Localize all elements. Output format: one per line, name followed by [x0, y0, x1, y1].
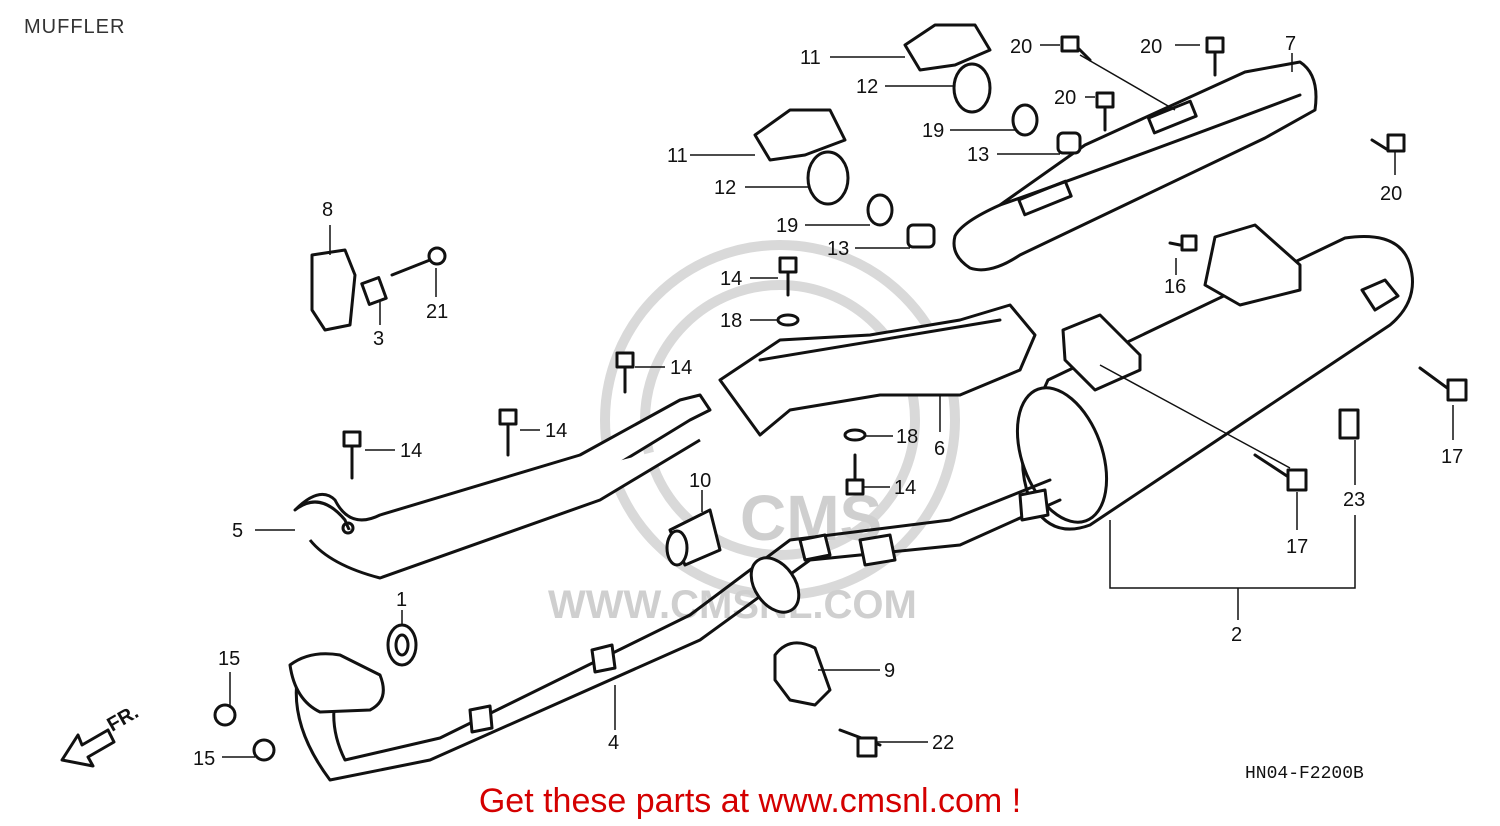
callout-18: 18 — [720, 310, 742, 332]
callout-17: 17 — [1286, 536, 1308, 558]
callout-7: 7 — [1285, 33, 1296, 55]
callout-11: 11 — [667, 145, 688, 167]
callout-9: 9 — [884, 660, 895, 682]
part-bracket — [310, 246, 447, 332]
part-heat-shield-middle — [718, 303, 1037, 437]
part-exhaust-pipe — [288, 478, 1062, 782]
callout-20: 20 — [1010, 36, 1032, 58]
callout-14: 14 — [670, 357, 692, 379]
part-heat-shield-lower — [293, 393, 712, 580]
part-mount-lower — [753, 108, 936, 249]
callout-21: 21 — [426, 301, 448, 323]
callout-10: 10 — [689, 470, 711, 492]
callout-3: 3 — [373, 328, 384, 350]
callout-12: 12 — [714, 177, 736, 199]
page-title: MUFFLER — [24, 16, 126, 38]
watermark-url: WWW.CMSNL.COM — [548, 583, 917, 627]
callout-13: 13 — [827, 238, 849, 260]
callout-14: 14 — [720, 268, 742, 290]
callout-18: 18 — [896, 426, 918, 448]
callout-23: 23 — [1343, 489, 1365, 511]
callout-17: 17 — [1441, 446, 1463, 468]
callout-4: 4 — [608, 732, 619, 754]
diagram-code: HN04-F2200B — [1245, 764, 1364, 784]
callout-19: 19 — [922, 120, 944, 142]
part-gasket-ring — [386, 623, 418, 667]
callout-6: 6 — [934, 438, 945, 460]
callout-11: 11 — [800, 47, 821, 69]
callout-14: 14 — [894, 477, 916, 499]
callout-15: 15 — [218, 648, 240, 670]
callout-15: 15 — [193, 748, 215, 770]
leader-lines — [222, 44, 1454, 758]
promo-link[interactable]: Get these parts at www.cmsnl.com ! — [478, 782, 1022, 820]
callout-14: 14 — [545, 420, 567, 442]
bolts — [213, 35, 1468, 762]
callout-labels: 11 12 19 13 20 20 20 20 7 11 12 19 13 8 … — [193, 33, 1463, 770]
callout-20: 20 — [1054, 87, 1076, 109]
part-clamp — [773, 641, 882, 747]
callout-13: 13 — [967, 144, 989, 166]
callout-8: 8 — [322, 199, 333, 221]
front-arrow-icon: FR. — [60, 701, 142, 768]
callout-20: 20 — [1380, 183, 1402, 205]
callout-16: 16 — [1164, 276, 1186, 298]
part-mount-upper — [903, 23, 1082, 155]
callout-20: 20 — [1140, 36, 1162, 58]
callout-12: 12 — [856, 76, 878, 98]
callout-22: 22 — [932, 732, 954, 754]
part-heat-shield-upper — [952, 60, 1318, 272]
callout-2: 2 — [1231, 624, 1242, 646]
callout-19: 19 — [776, 215, 798, 237]
callout-1: 1 — [396, 589, 407, 611]
part-muffler — [1015, 223, 1414, 531]
callout-5: 5 — [232, 520, 243, 542]
callout-14: 14 — [400, 440, 422, 462]
part-gasket-pipe — [665, 508, 722, 567]
